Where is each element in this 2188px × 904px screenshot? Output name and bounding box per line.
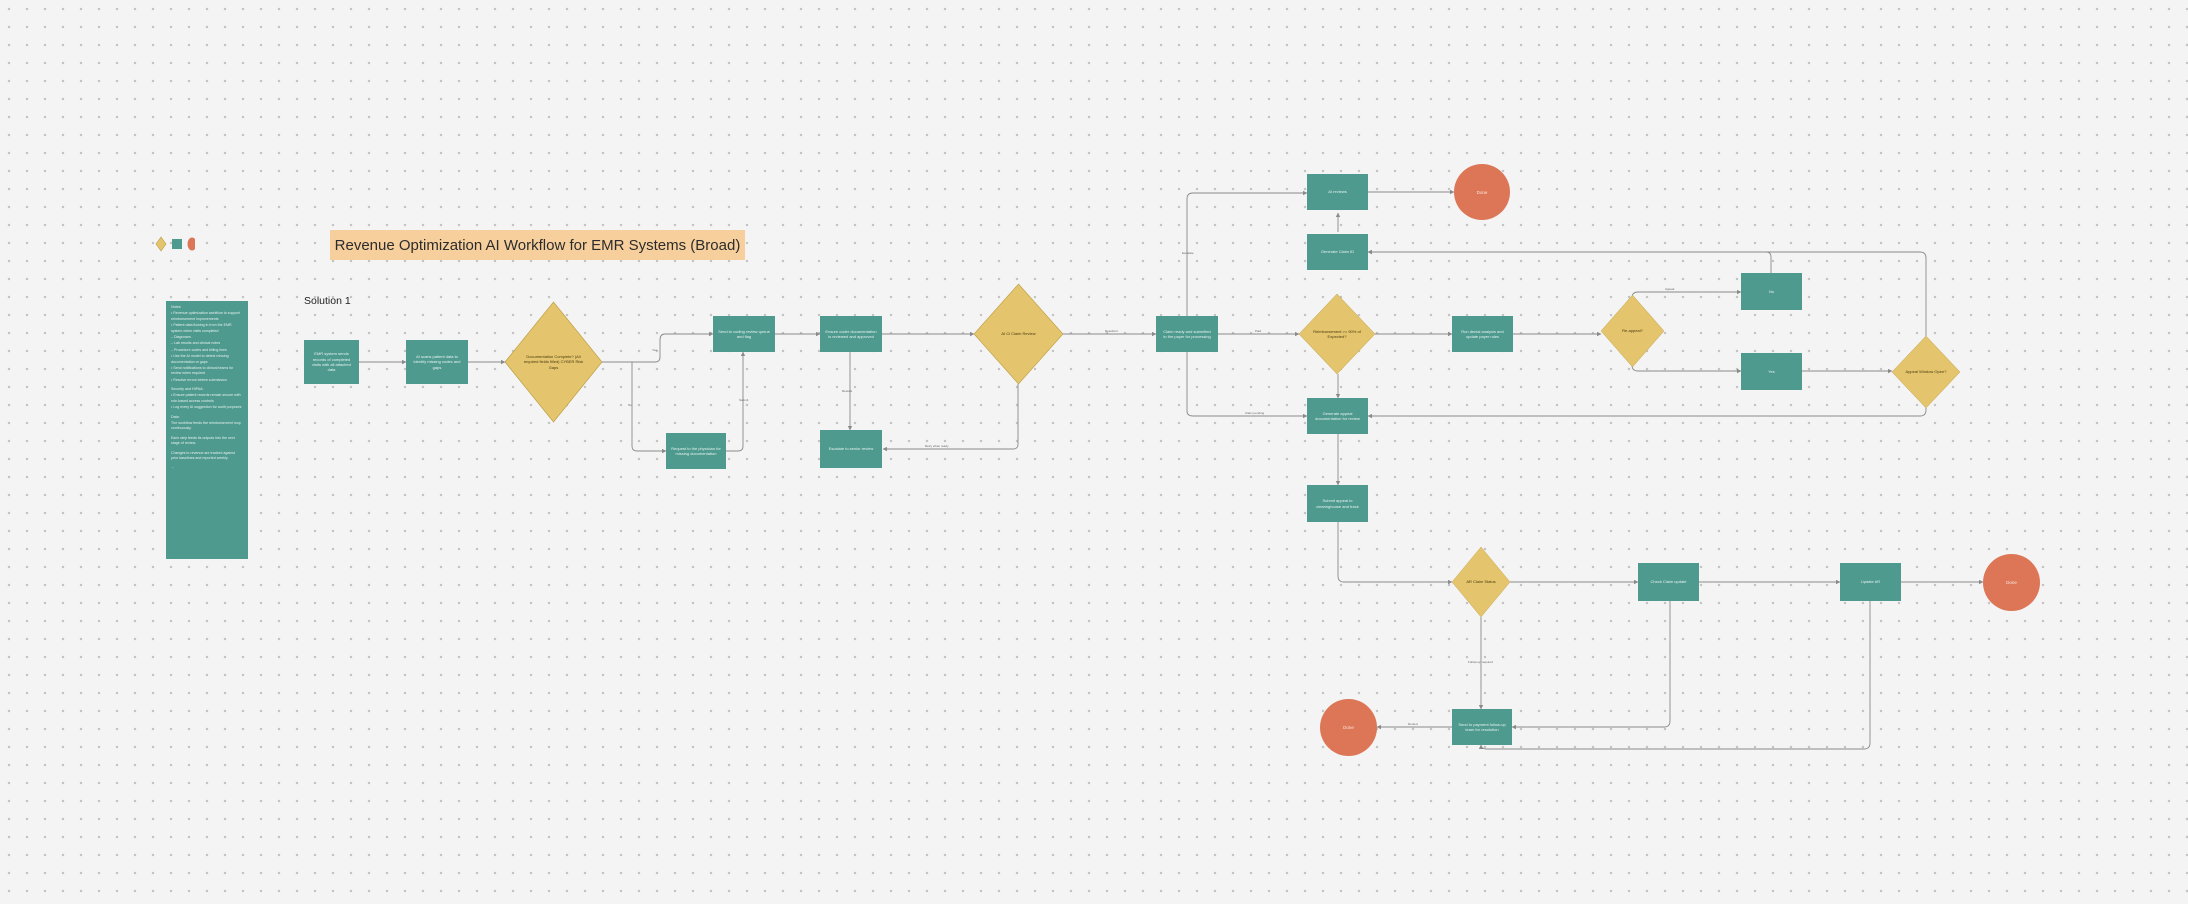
process-node-no[interactable]: No: [1741, 273, 1802, 310]
process-node-appeal-docs[interactable]: Generate appeal documentation for review: [1307, 398, 1368, 434]
notes-line: ...: [171, 465, 174, 470]
diamond-shape: [1891, 335, 1961, 409]
notes-line: – Procedure codes and billing lines: [171, 347, 227, 352]
notes-panel[interactable]: Notes: • Revenue optimization workflow t…: [166, 301, 248, 559]
edge-n4-n3: [726, 351, 746, 452]
decision-reimbursement-threshold[interactable]: Reimbursement >= 90% of Expected?: [1298, 293, 1376, 375]
edge-d2-n6: [882, 384, 1019, 452]
notes-line: • Patient data flowing in from the EMR s…: [171, 323, 232, 333]
process-node-yes[interactable]: Yes: [1741, 353, 1802, 390]
edge-label-pending: Claim pending: [1245, 411, 1265, 415]
edge-label-submit: Submit: [739, 398, 749, 402]
edge-label-retry: Retry when ready: [925, 444, 949, 448]
legend-diamond-icon: [155, 236, 167, 252]
edge-n7-n13: [1186, 352, 1308, 419]
decision-ar-claim-status[interactable]: AR Claim Status: [1451, 546, 1511, 618]
decision-label: AR Claim Status: [1466, 579, 1496, 585]
process-node-update-ar[interactable]: Update AR: [1840, 563, 1901, 601]
process-node-physician-request[interactable]: Request to the physician for missing doc…: [666, 433, 726, 469]
decision-label: Documentation Complete? (All required fi…: [523, 354, 584, 370]
decision-label: AI Cl Claim Review: [1001, 331, 1036, 337]
process-node-coder-review[interactable]: Ensure coder documentation is reviewed a…: [820, 316, 882, 352]
decision-label: Reimbursement >= 90% of Expected?: [1313, 328, 1361, 339]
process-node-claim-id[interactable]: Generate Claim ID: [1307, 234, 1368, 270]
diamond-shape: [1451, 546, 1511, 618]
notes-line: • Log every AI suggestion for audit purp…: [171, 405, 242, 410]
decision-label: Appeal Window Open?: [1905, 369, 1947, 375]
process-node-coding-review[interactable]: Send to coding review queue and flag: [713, 316, 775, 352]
diamond-shape: [1600, 294, 1665, 368]
process-node-claim-submitted[interactable]: Claim ready and submitted to the payer f…: [1156, 316, 1218, 352]
notes-line: Security and HIPAA:: [171, 387, 204, 392]
notes-line: Notes:: [171, 305, 182, 309]
notes-line: The workflow feeds the reimbursement loo…: [171, 421, 241, 431]
notes-line: Each step feeds its outputs into the nex…: [171, 435, 235, 446]
notes-line: • Use the AI model to detect missing doc…: [171, 354, 229, 364]
legend-shapes: [155, 236, 197, 252]
diamond-shape: [973, 283, 1064, 385]
legend-circle-icon: [187, 237, 197, 251]
notes-line: • Send notifications to clinical teams f…: [171, 365, 234, 376]
decision-appeal-window[interactable]: Appeal Window Open?: [1891, 335, 1961, 409]
decision-label: Re-appeal?: [1622, 328, 1643, 334]
edge-d1-n4: [631, 362, 667, 454]
process-node-escalate[interactable]: Escalate to senior review: [820, 430, 882, 468]
edge-label-paid: Paid: [1255, 329, 1261, 333]
notes-line: Changes to revenue are tracked against p…: [171, 450, 235, 460]
edge-label-followup: Follow-up required: [1468, 660, 1493, 664]
diamond-shape: [504, 301, 603, 423]
terminal-done-bottom[interactable]: Done: [1320, 699, 1377, 756]
edge-label-escalate: Escalate: [1182, 251, 1194, 255]
edge-d1-n3: [602, 331, 714, 363]
edge-label-appeal: Appeal: [1665, 287, 1675, 291]
process-node-clearinghouse[interactable]: Submit appeal to clearinghouse and track: [1307, 485, 1368, 522]
edge-n11-n9: [1367, 249, 1772, 273]
edge-d5-n9: [1367, 249, 1927, 336]
edge-label-yes: Yes: [652, 348, 657, 352]
terminal-done-top[interactable]: Done: [1454, 164, 1510, 220]
notes-line: – Lab results and clinical notes: [171, 341, 221, 346]
edge-n15-n17: [1511, 601, 1671, 730]
process-node-denial-analysis[interactable]: Run denial analysis and update payer rul…: [1452, 316, 1513, 352]
process-node-payment-followup[interactable]: Send to payment follow-up team for resol…: [1452, 709, 1512, 745]
edge-label-rework: Rework: [842, 389, 853, 393]
decision-documentation-complete[interactable]: Documentation Complete? (All required fi…: [504, 301, 603, 423]
diamond-shape: [1298, 293, 1376, 375]
notes-line: • Resolve errors before submission: [171, 377, 227, 382]
process-node-ai-scan[interactable]: AI scans patient data to identify missin…: [406, 340, 468, 384]
notes-line: • Revenue optimization workflow to suppo…: [171, 311, 240, 321]
edge-n7-n8: [1186, 190, 1308, 316]
notes-line: Data:: [171, 414, 180, 419]
diagram-title: Revenue Optimization AI Workflow for EMR…: [330, 230, 745, 260]
solution-label: Solution 1: [304, 295, 351, 307]
shape-legend: [155, 236, 197, 252]
notes-line: • Ensure patient records remain secure w…: [171, 393, 241, 403]
process-node-emr-records[interactable]: EMR system sends records of completed vi…: [304, 340, 359, 384]
edge-label-resubmit: Resubmit: [1105, 329, 1118, 333]
legend-square-icon: [172, 239, 182, 249]
decision-claim-review[interactable]: AI Cl Claim Review: [973, 283, 1064, 385]
edge-n14-d6: [1337, 522, 1453, 585]
terminal-done-right[interactable]: Done: [1983, 554, 2040, 611]
notes-line: – Diagnoses: [171, 334, 191, 339]
edge-d5-n13: [1367, 408, 1927, 419]
process-node-ai-reviews[interactable]: AI reviews: [1307, 174, 1368, 210]
decision-re-appeal[interactable]: Re-appeal?: [1600, 294, 1665, 368]
process-node-check-claim[interactable]: Check Claim update: [1638, 563, 1699, 601]
edge-label-no: No: [628, 403, 632, 407]
edge-label-denied: Denied: [1408, 722, 1418, 726]
edge-n16-n17: [1478, 601, 1871, 750]
